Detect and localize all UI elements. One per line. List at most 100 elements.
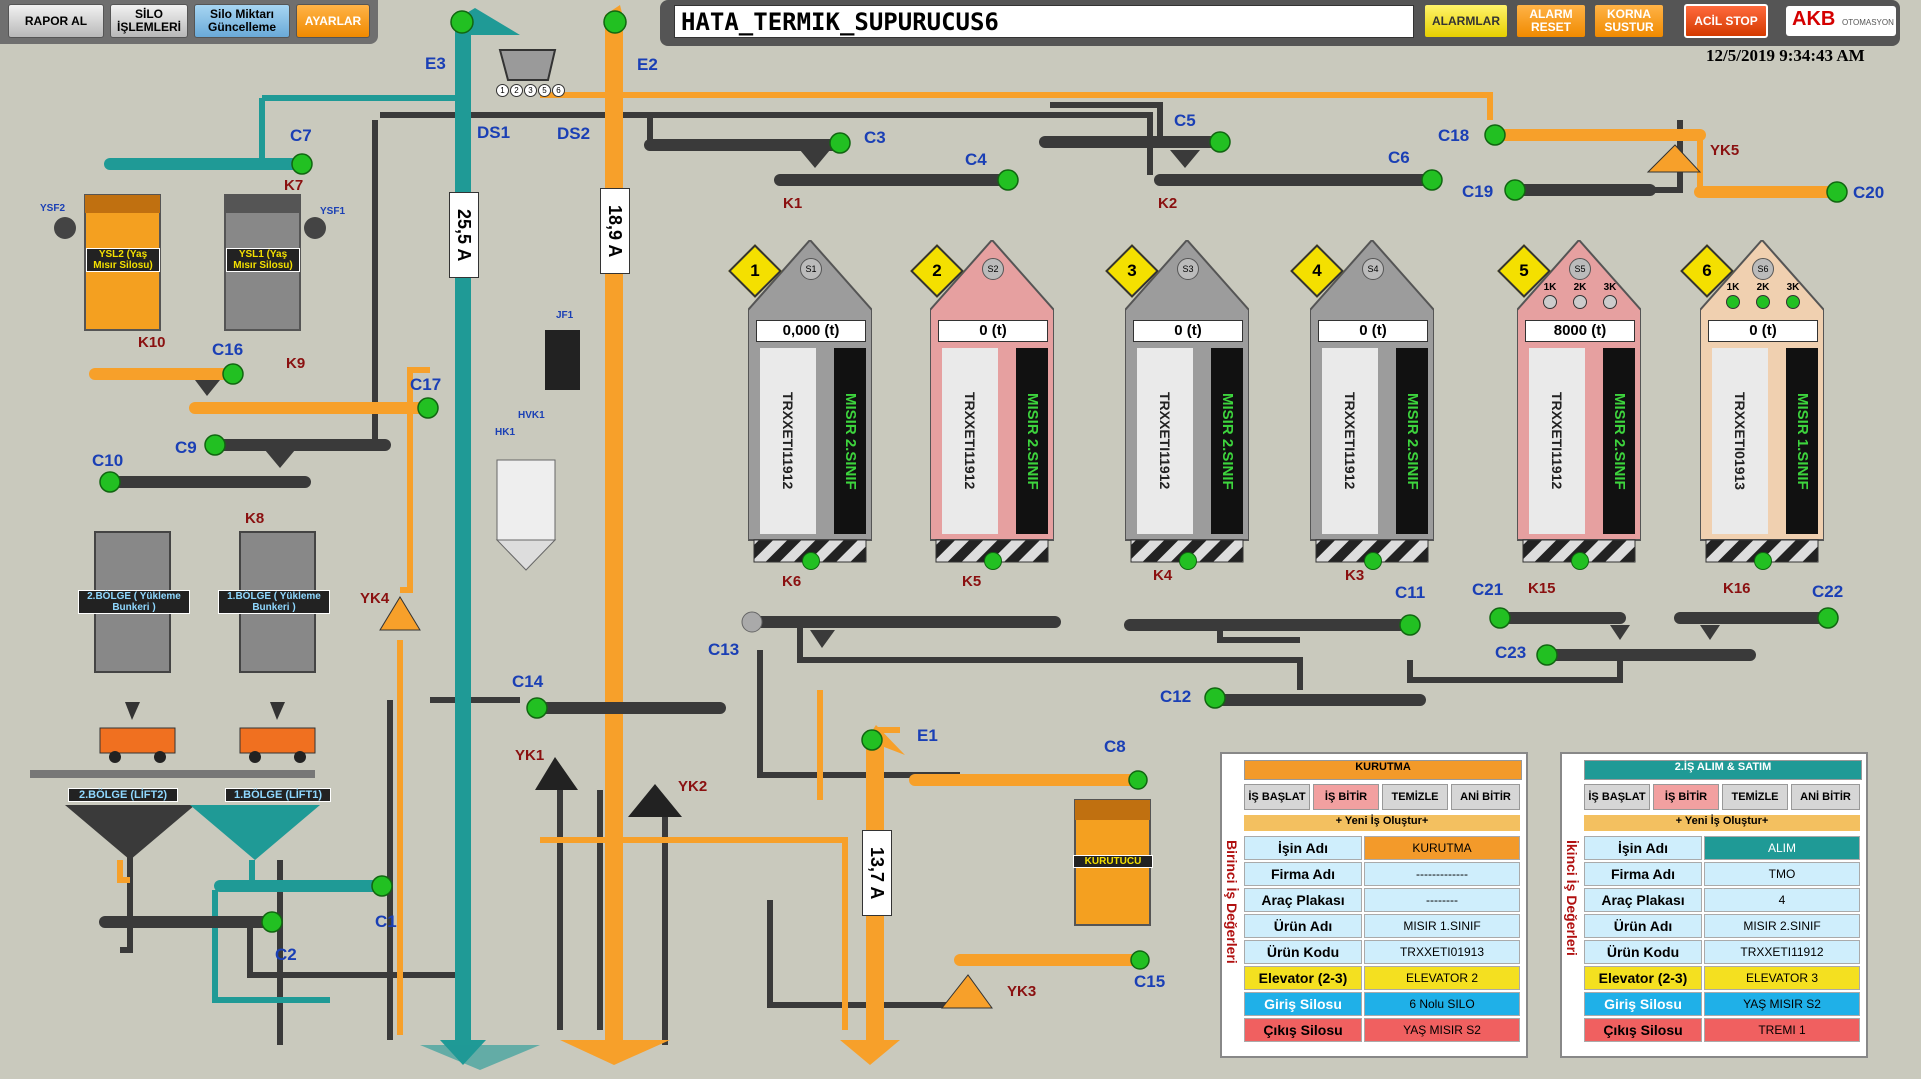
panel-row-value[interactable]: TRXXETI01913	[1364, 940, 1520, 964]
panel-row-value[interactable]: YAŞ MISIR S2	[1704, 992, 1860, 1016]
report-button[interactable]: RAPOR AL	[8, 4, 104, 38]
label-k3: K3	[1345, 567, 1365, 584]
bolge2-label: 2.BÖLGE ( Yükleme Bunkeri )	[78, 590, 190, 614]
panel-row-label: İşin Adı	[1584, 836, 1702, 860]
alarm-title: HATA_TERMIK_SUPURUCUS6	[674, 5, 1414, 38]
silo-quantity-update-button[interactable]: Silo Miktarı Güncelleme	[194, 4, 290, 38]
label-c16: C16	[212, 340, 244, 359]
panel-row-label: Elevator (2-3)	[1584, 966, 1702, 990]
panel1-abort-button[interactable]: ANİ BİTİR	[1451, 784, 1520, 810]
label-c15: C15	[1134, 972, 1166, 991]
label-c7: C7	[290, 126, 312, 145]
ysl2-label: YSL2 (Yaş Mısır Silosu)	[86, 248, 160, 272]
panel-row-value[interactable]: MISIR 2.SINIF	[1704, 914, 1860, 938]
panel-row-label: Araç Plakası	[1244, 888, 1362, 912]
panel1-clean-button[interactable]: TEMİZLE	[1382, 784, 1448, 810]
label-c18: C18	[1438, 126, 1470, 145]
panel-row-value[interactable]: 6 Nolu SILO	[1364, 992, 1520, 1016]
lift1-label: 1.BÖLGE (LİFT1)	[225, 788, 331, 802]
panel2-side-label: İkinci İş Değerleri	[1564, 840, 1580, 956]
silo-code: TRXXETI11912	[1137, 348, 1193, 534]
panel-row-value[interactable]: YAŞ MISIR S2	[1364, 1018, 1520, 1042]
alarms-button[interactable]: ALARMLAR	[1424, 4, 1508, 38]
silo-outlet-indicator	[1179, 552, 1197, 570]
panel1-new-job-button[interactable]: + Yeni İş Oluştur+	[1244, 815, 1520, 831]
label-ysf2: YSF2	[40, 203, 66, 214]
panel-row-value[interactable]: ELEVATOR 3	[1704, 966, 1860, 990]
panel-row-label: Ürün Kodu	[1584, 940, 1702, 964]
panel-row-label: Firma Adı	[1584, 862, 1702, 886]
silo-operations-button[interactable]: SİLO İŞLEMLERİ	[110, 4, 188, 38]
label-c9: C9	[175, 438, 197, 457]
e2-current: 18,9 A	[600, 188, 630, 274]
silo-outlet-indicator	[1754, 552, 1772, 570]
silo-code: TRXXETI11912	[942, 348, 998, 534]
panel-row-value[interactable]: TREMI 1	[1704, 1018, 1860, 1042]
label-yk3: YK3	[1007, 983, 1037, 1000]
panel-row-label: İşin Adı	[1244, 836, 1362, 860]
panel2-header: 2.İŞ ALIM & SATIM	[1584, 760, 1862, 780]
label-k9: K9	[286, 355, 306, 372]
panel1-header: KURUTMA	[1244, 760, 1522, 780]
panel2-clean-button[interactable]: TEMİZLE	[1722, 784, 1788, 810]
label-c17: C17	[410, 375, 442, 394]
panel2-abort-button[interactable]: ANİ BİTİR	[1791, 784, 1860, 810]
panel-row-label: Ürün Kodu	[1244, 940, 1362, 964]
panel-row-value[interactable]: KURUTMA	[1364, 836, 1520, 860]
panel-row-label: Araç Plakası	[1584, 888, 1702, 912]
horn-mute-button[interactable]: KORNA SUSTUR	[1594, 4, 1664, 38]
akb-logo: AKB OTOMASYON	[1786, 6, 1896, 36]
silo-qty: 0 (t)	[1318, 320, 1428, 342]
panel-row-value[interactable]: TMO	[1704, 862, 1860, 886]
silo-product: MISIR 2.SINIF	[1396, 348, 1428, 534]
panel-row-value[interactable]: --------	[1364, 888, 1520, 912]
label-k7: K7	[284, 177, 304, 194]
bolge1-label: 1.BÖLGE ( Yükleme Bunkeri )	[218, 590, 330, 614]
panel2-end-button[interactable]: İŞ BİTİR	[1653, 784, 1719, 810]
elevator-e3-shaft	[455, 25, 471, 1045]
label-c12: C12	[1160, 687, 1192, 706]
label-c22: C22	[1812, 582, 1844, 601]
panel1-start-button[interactable]: İŞ BAŞLAT	[1244, 784, 1310, 810]
elevator-e2-shaft	[605, 15, 623, 1045]
silo-s-badge: S6	[1752, 258, 1774, 280]
panel2-new-job-button[interactable]: + Yeni İş Oluştur+	[1584, 815, 1860, 831]
panel-row-value[interactable]: 4	[1704, 888, 1860, 912]
silo-qty: 0,000 (t)	[756, 320, 866, 342]
emergency-stop-button[interactable]: ACİL STOP	[1684, 4, 1768, 38]
silo-code: TRXXETI11912	[1529, 348, 1585, 534]
label-c2: C2	[275, 945, 297, 964]
silo-product: MISIR 2.SINIF	[1016, 348, 1048, 534]
label-ds1: DS1	[477, 123, 511, 142]
label-c19: C19	[1462, 182, 1494, 201]
panel-row-label: Giriş Silosu	[1584, 992, 1702, 1016]
e1-current: 13,7 A	[862, 830, 892, 916]
settings-button[interactable]: AYARLAR	[296, 4, 370, 38]
panel-row-value[interactable]: ALIM	[1704, 836, 1860, 860]
silo-outlet-indicator	[1571, 552, 1589, 570]
datetime: 12/5/2019 9:34:43 AM	[1706, 46, 1865, 65]
label-yk2: YK2	[678, 778, 708, 795]
panel-row-value[interactable]: ELEVATOR 2	[1364, 966, 1520, 990]
panel-row-value[interactable]: MISIR 1.SINIF	[1364, 914, 1520, 938]
panel1-end-button[interactable]: İŞ BİTİR	[1313, 784, 1379, 810]
panel-row-label: Firma Adı	[1244, 862, 1362, 886]
label-e2: E2	[637, 55, 658, 74]
label-c6: C6	[1388, 148, 1410, 167]
distributor-port: 1	[496, 84, 509, 97]
logo-text: AKB	[1792, 8, 1836, 30]
dryer-label: KURUTUCU	[1073, 855, 1153, 868]
label-k2: K2	[1158, 195, 1178, 212]
panel-row-value[interactable]: TRXXETI11912	[1704, 940, 1860, 964]
distributor-port: 6	[552, 84, 565, 97]
panel2-start-button[interactable]: İŞ BAŞLAT	[1584, 784, 1650, 810]
alarm-reset-button[interactable]: ALARM RESET	[1516, 4, 1586, 38]
panel-row-value[interactable]: -------------	[1364, 862, 1520, 886]
